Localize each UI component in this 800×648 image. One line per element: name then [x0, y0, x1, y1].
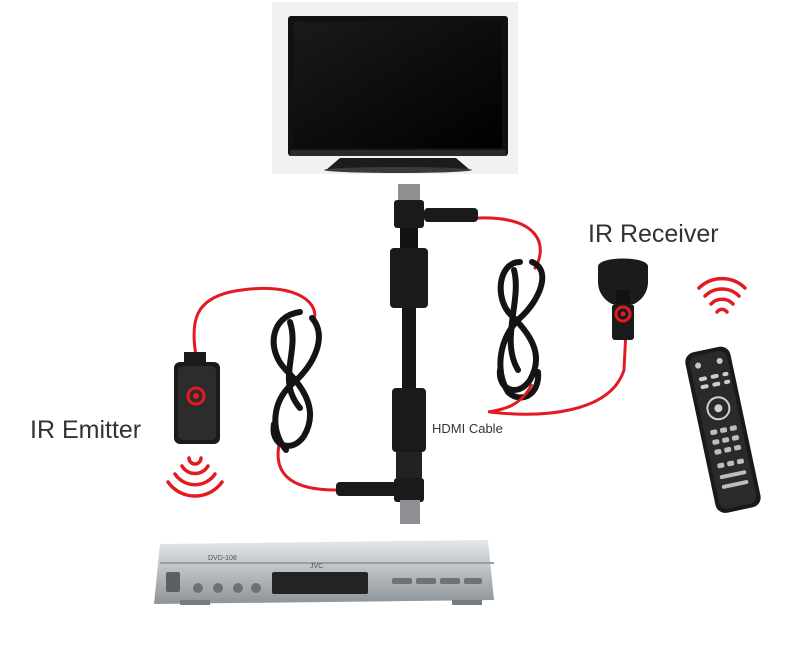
dvd-player-icon: DVD-108 JVC [154, 540, 494, 605]
ir-receiver-cable-coil [496, 259, 546, 401]
ir-receiver-label: IR Receiver [588, 220, 719, 248]
ir-receiver-cable-loop-red [487, 383, 534, 414]
remote-control-icon [685, 346, 761, 513]
ir-signal-waves-receiver-icon [697, 276, 747, 314]
dvd-model-text: DVD-108 [208, 555, 237, 562]
ir-receiver-cable [476, 216, 628, 416]
ir-signal-waves-emitter-icon [166, 456, 224, 498]
ir-receiver-icon [598, 258, 648, 340]
ir-emitter-cable-coil [270, 309, 322, 453]
ir-emitter-cable [192, 286, 338, 492]
hdmi-cable-label: HDMI Cable [432, 421, 503, 436]
tv-icon [272, 2, 518, 174]
ir-emitter-icon [174, 352, 220, 444]
dvd-brand-text: JVC [310, 563, 323, 570]
hdmi-cable [336, 184, 478, 524]
ir-emitter-label: IR Emitter [30, 416, 142, 444]
